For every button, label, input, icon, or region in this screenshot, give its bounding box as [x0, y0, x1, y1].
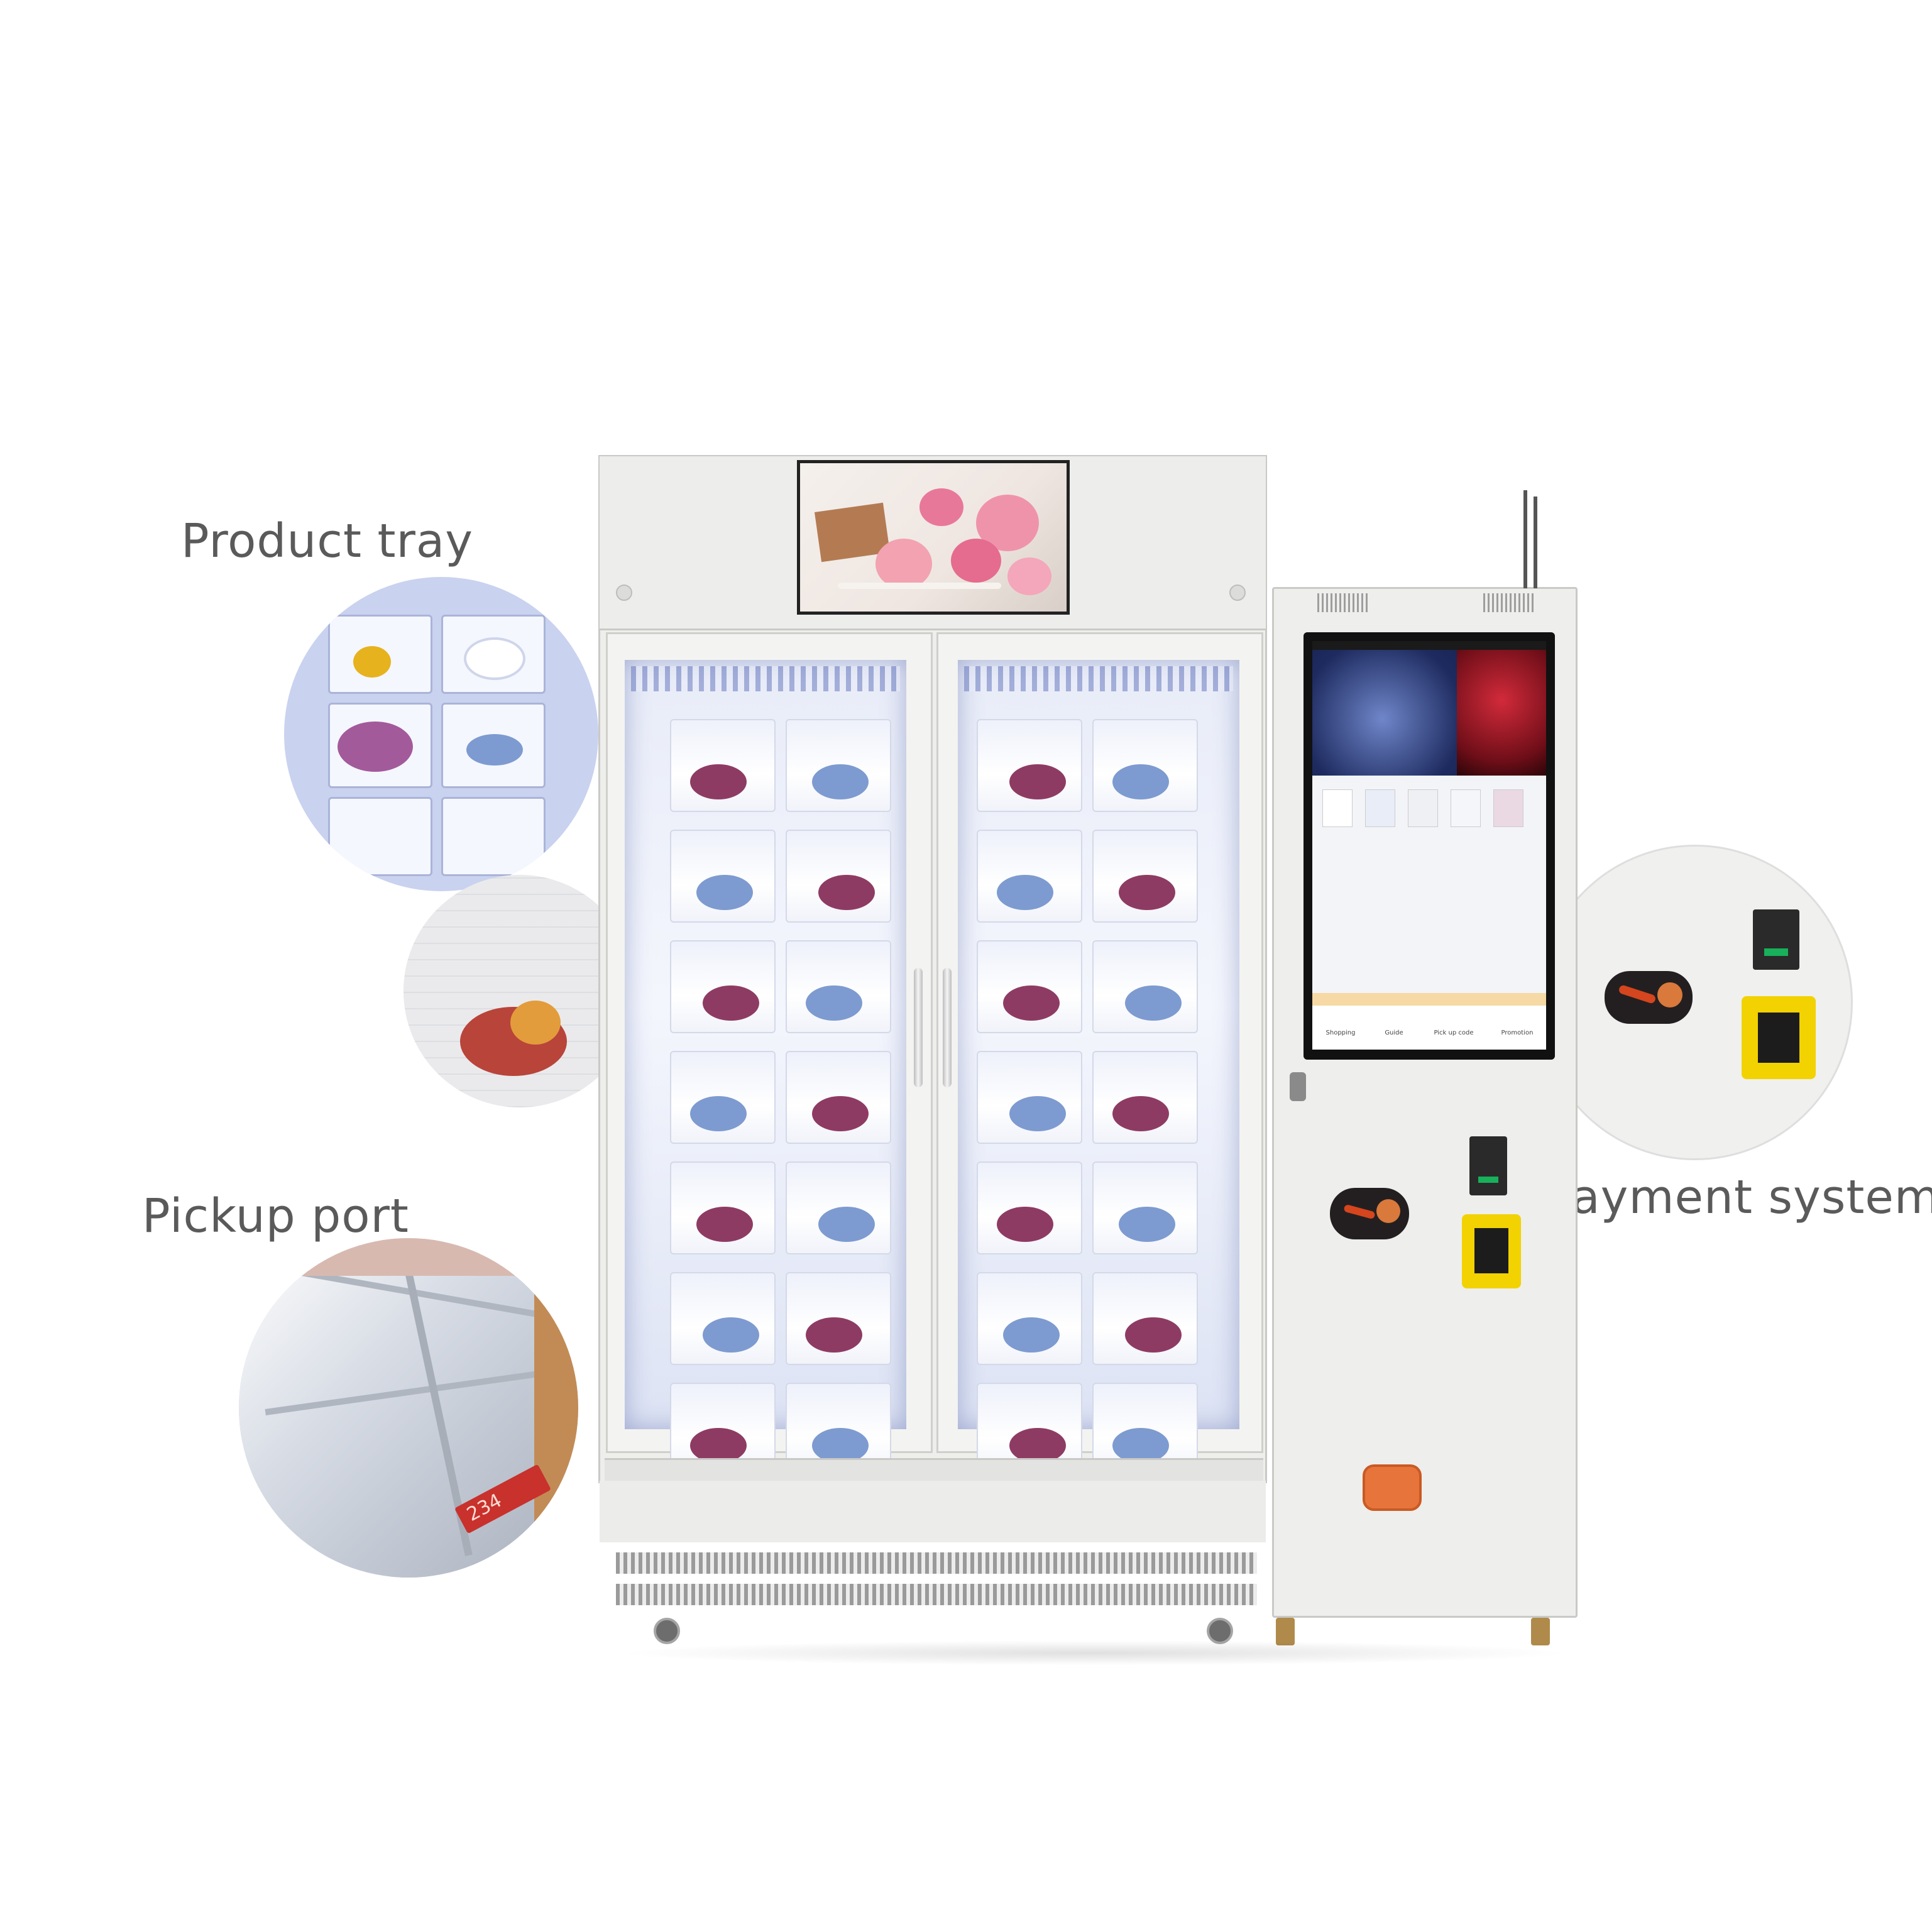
flower-bouquet — [818, 1207, 875, 1242]
nav-shopping[interactable]: Shopping — [1326, 1029, 1356, 1036]
flower-bouquet — [690, 1428, 747, 1463]
lock-icon — [1290, 1072, 1306, 1101]
flower-bouquet — [703, 985, 759, 1021]
locker-cell[interactable] — [786, 1161, 891, 1254]
locker-cell[interactable] — [670, 940, 776, 1033]
bill-acceptor-icon[interactable] — [1742, 996, 1816, 1079]
coin-slot-icon[interactable] — [1605, 971, 1693, 1024]
right-vent-grille — [964, 666, 1233, 691]
pickup-port-label: Pickup port — [142, 1189, 409, 1243]
product-thumbnail[interactable] — [1493, 789, 1523, 827]
locker-cell[interactable] — [786, 940, 891, 1033]
locker-cell[interactable] — [977, 940, 1082, 1033]
flower-bouquet — [806, 1317, 862, 1353]
locker-cell[interactable] — [786, 719, 891, 812]
flower-bouquet — [1125, 985, 1182, 1021]
product-thumbnail[interactable] — [1365, 789, 1395, 827]
locker-cell[interactable] — [977, 1272, 1082, 1365]
locker-cell[interactable] — [977, 1161, 1082, 1254]
locker-cell[interactable] — [786, 830, 891, 923]
product-thumbnail[interactable] — [1408, 789, 1438, 827]
notice-bar — [1312, 993, 1546, 1006]
speaker-icon — [1229, 585, 1246, 601]
touchscreen[interactable]: Shopping Guide Pick up code Promotion — [1304, 632, 1555, 1060]
nav-pick-up-code[interactable]: Pick up code — [1434, 1029, 1474, 1036]
flower-bouquet — [806, 985, 862, 1021]
flower-bouquet — [812, 1428, 869, 1463]
flower-bouquet — [997, 875, 1053, 910]
door-handle-icon[interactable] — [943, 968, 952, 1087]
flower-bouquet — [1112, 1428, 1169, 1463]
pickup-port-zoom — [403, 875, 636, 1107]
bottom-nav: Shopping Guide Pick up code Promotion — [1312, 1006, 1546, 1050]
flower-bouquet — [1003, 1317, 1060, 1353]
flower-bouquet — [696, 1207, 753, 1242]
locker-cell[interactable] — [670, 1051, 776, 1144]
floor-shadow — [616, 1640, 1571, 1666]
locker-cell[interactable] — [786, 1051, 891, 1144]
locker-cell[interactable] — [1092, 1272, 1198, 1365]
flower-bouquet — [1009, 1096, 1066, 1131]
speaker-grille — [1317, 593, 1369, 612]
flower-bouquet — [1112, 764, 1169, 799]
product-tray-zoom — [284, 577, 598, 891]
leveling-foot — [1276, 1618, 1295, 1645]
product-thumbnail[interactable] — [1451, 789, 1481, 827]
payment-system-zoom — [1537, 845, 1853, 1160]
locker-cell[interactable] — [977, 830, 1082, 923]
base-vent — [616, 1552, 1257, 1574]
antenna — [1534, 497, 1537, 588]
flower-bouquet — [1009, 764, 1066, 799]
leveling-foot — [1531, 1618, 1550, 1645]
pickup-door-zoom: 234 — [239, 1238, 578, 1578]
locker-cell[interactable] — [1092, 1051, 1198, 1144]
locker-cell[interactable] — [1092, 719, 1198, 812]
flower-bouquet — [1009, 1428, 1066, 1463]
nav-guide[interactable]: Guide — [1385, 1029, 1403, 1036]
flower-bouquet — [696, 875, 753, 910]
flower-bouquet — [818, 875, 875, 910]
flower-bouquet — [1119, 1207, 1175, 1242]
flower-bouquet — [1112, 1096, 1169, 1131]
payment-system-label: Payment system — [1545, 1170, 1932, 1224]
card-reader-icon[interactable] — [1469, 1136, 1507, 1195]
nav-promotion[interactable]: Promotion — [1501, 1029, 1534, 1036]
flower-bouquet — [997, 1207, 1053, 1242]
base-vent — [616, 1584, 1257, 1605]
locker-cell[interactable] — [1092, 1161, 1198, 1254]
caster-wheel-icon — [1207, 1618, 1233, 1644]
speaker-icon — [616, 585, 632, 601]
antenna — [1523, 490, 1527, 588]
locker-cell[interactable] — [977, 719, 1082, 812]
product-thumbnail[interactable] — [1322, 789, 1353, 827]
locker-cell[interactable] — [670, 1272, 776, 1365]
cabinet-base — [600, 1481, 1266, 1542]
locker-cell[interactable] — [670, 1161, 776, 1254]
coin-slot-icon[interactable] — [1330, 1188, 1409, 1239]
flower-bouquet — [1119, 875, 1175, 910]
locker-cell[interactable] — [977, 1051, 1082, 1144]
locker-cell[interactable] — [1092, 940, 1198, 1033]
flower-bouquet — [1125, 1317, 1182, 1353]
locker-cell[interactable] — [670, 830, 776, 923]
ad-screen — [797, 460, 1070, 615]
base-trim — [605, 1458, 1263, 1481]
flower-bouquet — [703, 1317, 759, 1353]
coin-return-cup[interactable] — [1363, 1464, 1422, 1511]
left-vent-grille — [631, 666, 900, 691]
speaker-grille — [1483, 593, 1535, 612]
flower-bouquet — [690, 764, 747, 799]
flower-bouquet — [690, 1096, 747, 1131]
door-handle-icon[interactable] — [914, 968, 923, 1087]
flower-bouquet — [1003, 985, 1060, 1021]
flower-bouquet — [812, 764, 869, 799]
card-reader-icon[interactable] — [1753, 909, 1799, 970]
product-tray-label: Product tray — [181, 514, 474, 568]
locker-cell[interactable] — [786, 1272, 891, 1365]
flower-bouquet — [812, 1096, 869, 1131]
bill-acceptor-icon[interactable] — [1462, 1214, 1521, 1288]
locker-cell[interactable] — [1092, 830, 1198, 923]
locker-cell[interactable] — [670, 719, 776, 812]
caster-wheel-icon — [654, 1618, 680, 1644]
